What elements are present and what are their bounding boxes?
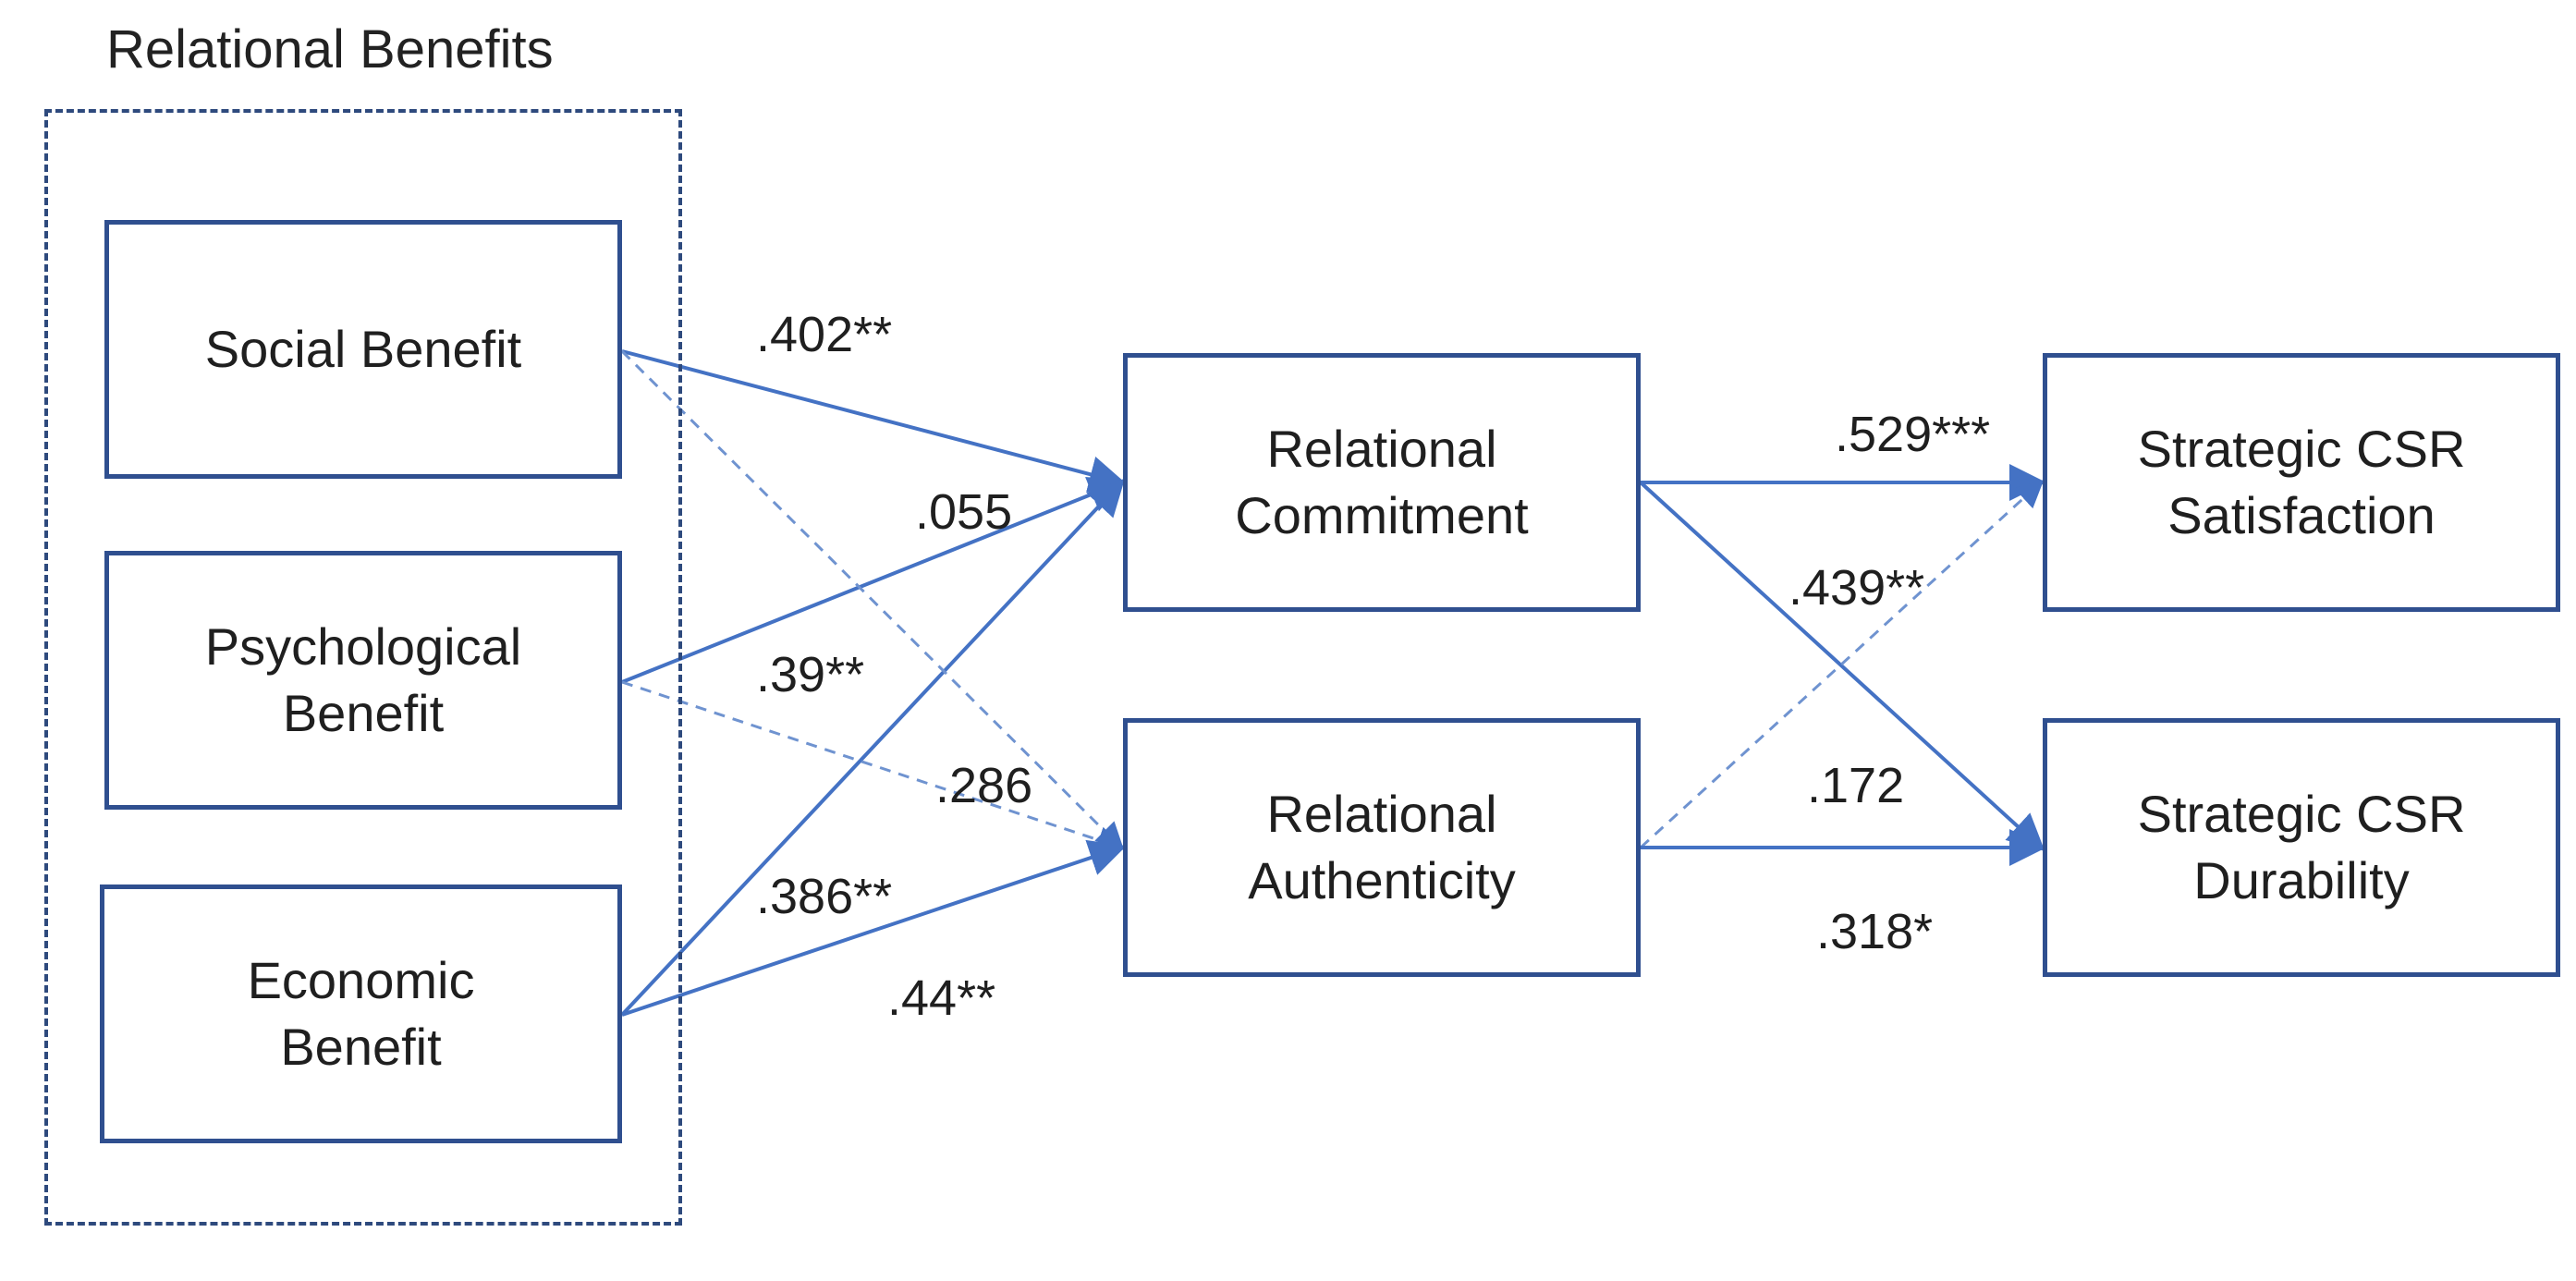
arrow-psychological-to-commitment [621, 477, 1127, 684]
node-economic-benefit: Economic Benefit [100, 884, 622, 1143]
coefficient-authenticity-satisfaction: .172 [1807, 758, 1905, 813]
coefficient-economic-authenticity: .44** [887, 970, 996, 1026]
node-label: Relational Commitment [1235, 420, 1529, 544]
coefficient-commitment-satisfaction: .529*** [1835, 407, 1991, 462]
node-psychological-benefit: Psychological Benefit [104, 551, 622, 810]
node-label: Strategic CSR Durability [2137, 785, 2466, 909]
node-label: Psychological Benefit [204, 617, 522, 742]
node-relational-commitment: Relational Commitment [1123, 353, 1641, 612]
node-relational-authenticity: Relational Authenticity [1123, 718, 1641, 977]
arrow-economic-to-commitment [620, 478, 1126, 1017]
coefficient-psychological-commitment: .055 [915, 484, 1013, 540]
node-label: Relational Authenticity [1248, 785, 1516, 909]
node-strategic-csr-durability: Strategic CSR Durability [2043, 718, 2560, 977]
arrow-social-to-commitment [621, 349, 1127, 493]
coefficient-authenticity-durability: .318* [1816, 904, 1934, 959]
node-label: Strategic CSR Satisfaction [2137, 420, 2466, 544]
coefficient-psychological-authenticity: .286 [935, 758, 1033, 813]
coefficient-social-commitment: .402** [756, 307, 893, 362]
relational-benefits-group [44, 109, 682, 1226]
node-label: Economic Benefit [247, 951, 475, 1076]
node-social-benefit: Social Benefit [104, 220, 622, 479]
arrow-authenticity-to-satisfaction [1639, 479, 2045, 849]
arrow-social-to-authenticity [620, 349, 1125, 851]
arrow-commitment-to-durability [1639, 481, 2045, 852]
arrow-psychological-to-authenticity [621, 680, 1126, 854]
node-label: Social Benefit [204, 320, 522, 378]
coefficient-social-authenticity: .39** [756, 647, 865, 702]
coefficient-commitment-durability: .439** [1789, 560, 1925, 616]
arrow-economic-to-authenticity [621, 839, 1127, 1017]
coefficient-economic-commitment: .386** [756, 869, 893, 924]
group-title: Relational Benefits [106, 19, 554, 79]
node-strategic-csr-satisfaction: Strategic CSR Satisfaction [2043, 353, 2560, 612]
